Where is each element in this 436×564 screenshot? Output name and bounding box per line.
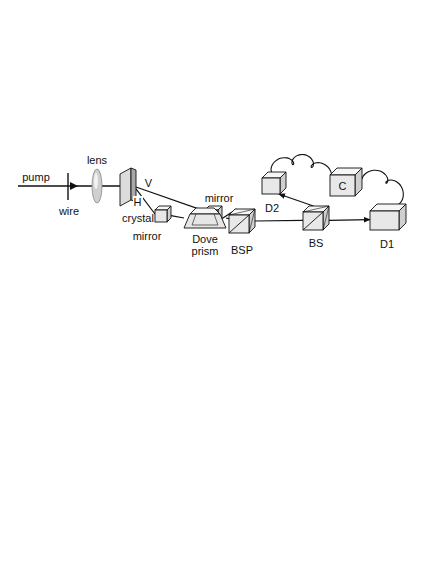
light-beam: [329, 219, 370, 221]
polarization-label: H: [133, 196, 143, 208]
part-label: D2: [265, 202, 279, 214]
lens-highlight: [94, 173, 98, 189]
part-label: wire: [58, 205, 80, 217]
part-label: mirror: [205, 192, 234, 204]
dove-outline: [184, 208, 226, 228]
part-label: BSP: [231, 244, 253, 256]
cube-outline: [262, 172, 286, 194]
part-label: crystal: [122, 212, 154, 224]
pump-beam: [18, 185, 121, 187]
part-label: BS: [309, 237, 324, 249]
pump-arrowhead: [70, 182, 78, 190]
dove-prism: Dove prism: [184, 208, 226, 228]
light-beam: [171, 216, 184, 218]
beam-splitter: BS: [303, 206, 329, 230]
detector-box: D1: [370, 204, 406, 230]
signal-cable: [362, 170, 403, 204]
mirror-cube: mirror: [155, 206, 171, 222]
part-label: Dove prism: [182, 233, 228, 257]
cube-outline: [155, 206, 171, 222]
part-label: C: [339, 179, 347, 191]
polarizing-beam-splitter: BSP: [229, 209, 255, 233]
polarization-label: V: [144, 177, 153, 189]
beam-label: pump: [21, 171, 51, 183]
coincidence-box: C: [330, 168, 362, 196]
cube-outline: [303, 206, 329, 230]
light-beam: [255, 220, 303, 222]
lens-shape: [92, 169, 102, 203]
part-label: mirror: [133, 230, 162, 242]
wire-line: [67, 173, 68, 200]
light-beam: [279, 194, 314, 206]
part-label: lens: [86, 154, 108, 166]
detector-box: D2: [262, 172, 286, 194]
cube-outline: [229, 209, 255, 233]
cube-outline: [370, 204, 406, 230]
part-label: D1: [380, 238, 394, 250]
